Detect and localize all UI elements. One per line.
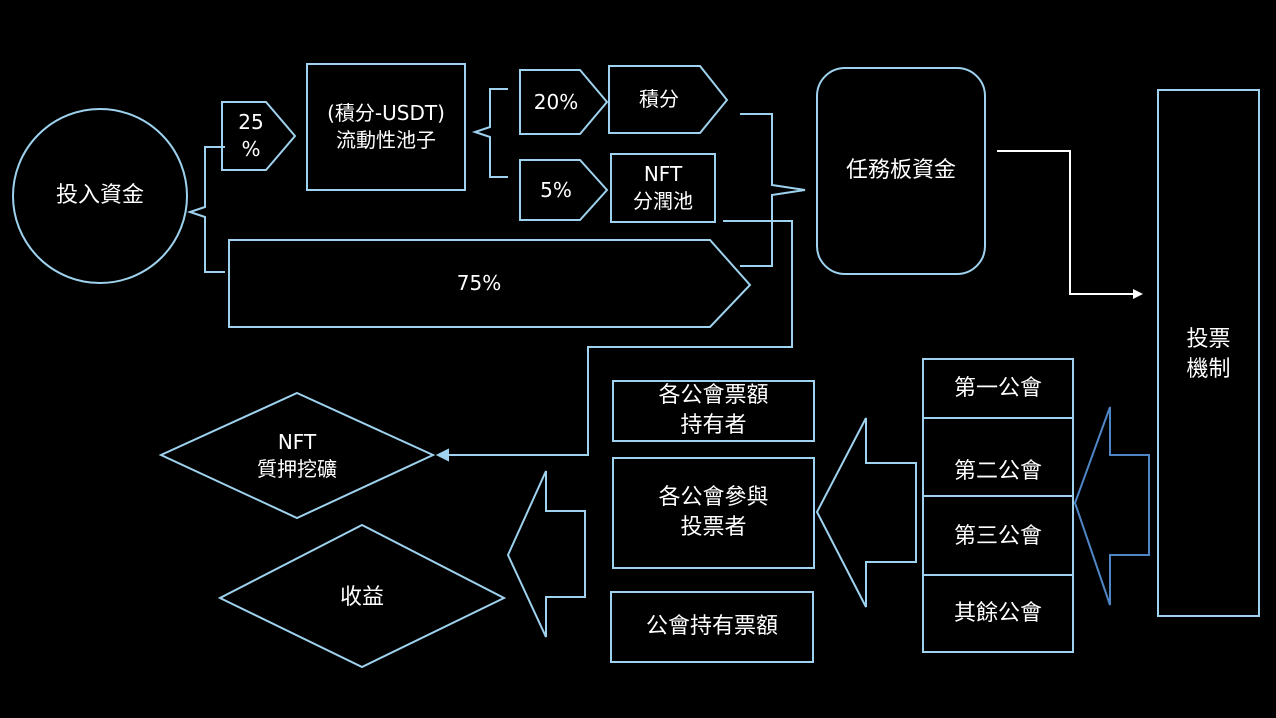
brace-invest xyxy=(186,146,225,273)
vote-mech-label: 投票 機制 xyxy=(1186,327,1231,382)
lp-pool-box xyxy=(306,63,466,191)
guild2-label: 第二公會 xyxy=(953,459,1042,485)
nft-staking-diamond xyxy=(158,391,436,520)
invest-circle xyxy=(12,108,188,284)
voters-label: 各公會參與 投票者 xyxy=(658,485,769,540)
profit-label: 收益 xyxy=(339,585,384,611)
pct25-pentagon xyxy=(221,101,297,171)
left-arrow-low xyxy=(506,470,586,638)
nft-pool-label: NFT 分潤池 xyxy=(633,162,693,213)
nft-staking-label: NFT 質押挖礦 xyxy=(257,430,337,481)
guild3-label: 第三公會 xyxy=(953,524,1042,550)
pct25-label: 25 % xyxy=(238,110,264,161)
nft-pool-connector xyxy=(444,220,793,456)
task-fund-box xyxy=(816,67,986,275)
voters-box xyxy=(612,457,815,569)
profit-diamond xyxy=(217,523,507,669)
brace-lp xyxy=(471,88,508,178)
ticket-holders-box xyxy=(612,380,815,442)
brace-task xyxy=(740,113,806,267)
invest-label: 投入資金 xyxy=(55,183,144,209)
points-pentagon xyxy=(608,65,729,134)
guild-tickets-box xyxy=(610,591,814,663)
pct75-label: 75% xyxy=(456,271,502,295)
nft-connector-head xyxy=(435,448,449,462)
task-to-vote-head xyxy=(1133,289,1143,299)
nft-pool-box xyxy=(610,153,716,223)
pct5-pentagon xyxy=(519,159,609,221)
ticket-holders-label: 各公會票額 持有者 xyxy=(658,383,769,438)
task-fund-label: 任務板資金 xyxy=(845,158,956,184)
guild-tickets-label: 公會持有票額 xyxy=(645,614,778,640)
left-arrow-vote xyxy=(1073,406,1150,606)
left-arrow-mid xyxy=(815,417,917,608)
guild1-label: 第一公會 xyxy=(953,375,1042,401)
guild-rest-box xyxy=(922,574,1074,653)
pct20-label: 20% xyxy=(533,89,579,114)
task-to-vote-line xyxy=(997,150,1136,295)
points-label: 積分 xyxy=(639,87,679,111)
guild-rest-label: 其餘公會 xyxy=(953,600,1042,626)
pct5-label: 5% xyxy=(540,177,572,202)
pct75-arrow xyxy=(228,239,752,328)
lp-pool-label: (積分-USDT) 流動性池子 xyxy=(327,101,445,152)
pct20-pentagon xyxy=(519,69,609,135)
vote-mech-box xyxy=(1157,89,1260,617)
